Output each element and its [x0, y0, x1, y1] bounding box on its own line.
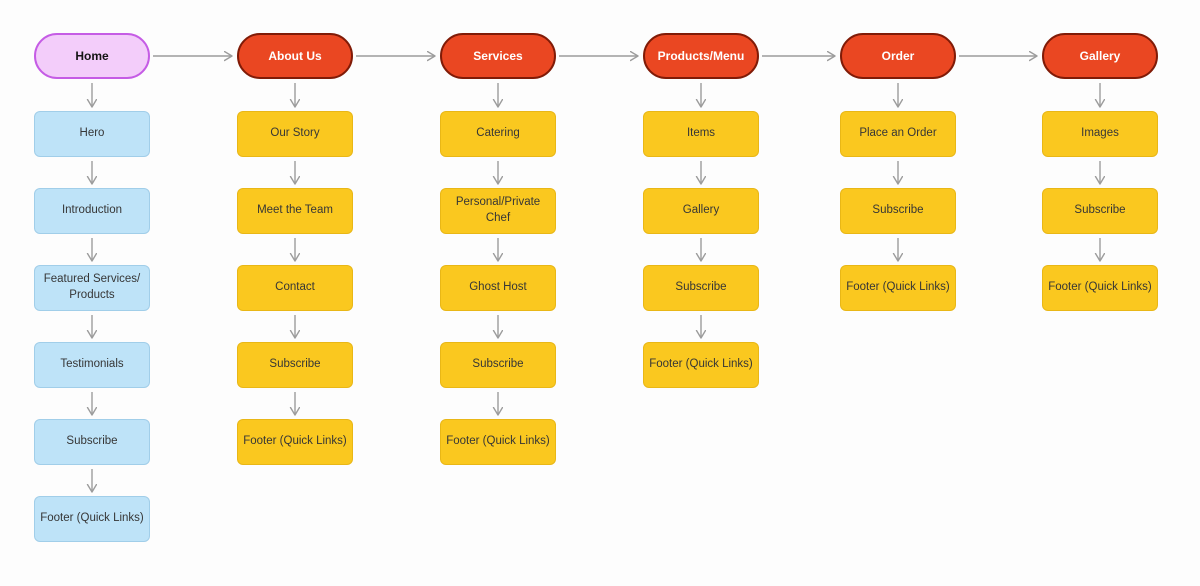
node-footer-quick-links[interactable]: Footer (Quick Links) [643, 342, 759, 388]
node-label: Hero [79, 127, 105, 140]
node-catering[interactable]: Catering [440, 111, 556, 157]
node-label: Products/Menu [657, 48, 745, 63]
node-footer-quick-links[interactable]: Footer (Quick Links) [440, 419, 556, 465]
node-about-us[interactable]: About Us [237, 33, 353, 79]
node-label: Gallery [682, 204, 720, 217]
node-subscribe[interactable]: Subscribe [440, 342, 556, 388]
node-subscribe[interactable]: Subscribe [1042, 188, 1158, 234]
node-label: Footer (Quick Links) [40, 512, 144, 525]
node-label: Footer (Quick Links) [243, 435, 347, 448]
node-featured-services-products[interactable]: Featured Services/ Products [34, 265, 150, 311]
node-label: Subscribe [472, 358, 524, 371]
node-images[interactable]: Images [1042, 111, 1158, 157]
node-label: Footer (Quick Links) [846, 281, 950, 294]
node-label: Featured Services/ Products [43, 273, 141, 301]
node-gallery[interactable]: Gallery [643, 188, 759, 234]
node-subscribe[interactable]: Subscribe [643, 265, 759, 311]
node-label: Subscribe [269, 358, 321, 371]
node-label: Gallery [1079, 48, 1121, 63]
node-label: Items [686, 127, 716, 140]
node-label: Footer (Quick Links) [1048, 281, 1152, 294]
node-label: Home [75, 48, 109, 63]
node-footer-quick-links[interactable]: Footer (Quick Links) [840, 265, 956, 311]
node-label: Testimonials [60, 358, 124, 371]
node-products-menu[interactable]: Products/Menu [643, 33, 759, 79]
node-label: Subscribe [675, 281, 727, 294]
node-subscribe[interactable]: Subscribe [237, 342, 353, 388]
node-items[interactable]: Items [643, 111, 759, 157]
node-services[interactable]: Services [440, 33, 556, 79]
node-introduction[interactable]: Introduction [34, 188, 150, 234]
node-label: Subscribe [872, 204, 924, 217]
node-gallery[interactable]: Gallery [1042, 33, 1158, 79]
node-home[interactable]: Home [34, 33, 150, 79]
node-label: Images [1081, 127, 1119, 140]
node-label: Our Story [270, 127, 320, 140]
node-order[interactable]: Order [840, 33, 956, 79]
node-label: Place an Order [859, 127, 937, 140]
node-label: Meet the Team [257, 204, 333, 217]
node-label: Subscribe [1074, 204, 1126, 217]
node-subscribe[interactable]: Subscribe [34, 419, 150, 465]
node-label: Footer (Quick Links) [649, 358, 753, 371]
node-meet-the-team[interactable]: Meet the Team [237, 188, 353, 234]
node-place-an-order[interactable]: Place an Order [840, 111, 956, 157]
node-footer-quick-links[interactable]: Footer (Quick Links) [34, 496, 150, 542]
node-testimonials[interactable]: Testimonials [34, 342, 150, 388]
node-contact[interactable]: Contact [237, 265, 353, 311]
node-label: Services [473, 48, 523, 63]
node-label: About Us [268, 48, 322, 63]
node-our-story[interactable]: Our Story [237, 111, 353, 157]
node-label: Order [881, 48, 915, 63]
node-ghost-host[interactable]: Ghost Host [440, 265, 556, 311]
node-label: Footer (Quick Links) [446, 435, 550, 448]
node-label: Catering [476, 127, 520, 140]
node-label: Personal/Private Chef [455, 196, 541, 224]
node-label: Contact [275, 281, 315, 294]
node-personal-private-chef[interactable]: Personal/Private Chef [440, 188, 556, 234]
node-label: Ghost Host [469, 281, 527, 294]
node-label: Subscribe [66, 435, 118, 448]
node-subscribe[interactable]: Subscribe [840, 188, 956, 234]
node-footer-quick-links[interactable]: Footer (Quick Links) [1042, 265, 1158, 311]
node-footer-quick-links[interactable]: Footer (Quick Links) [237, 419, 353, 465]
node-label: Introduction [61, 204, 123, 217]
node-hero[interactable]: Hero [34, 111, 150, 157]
